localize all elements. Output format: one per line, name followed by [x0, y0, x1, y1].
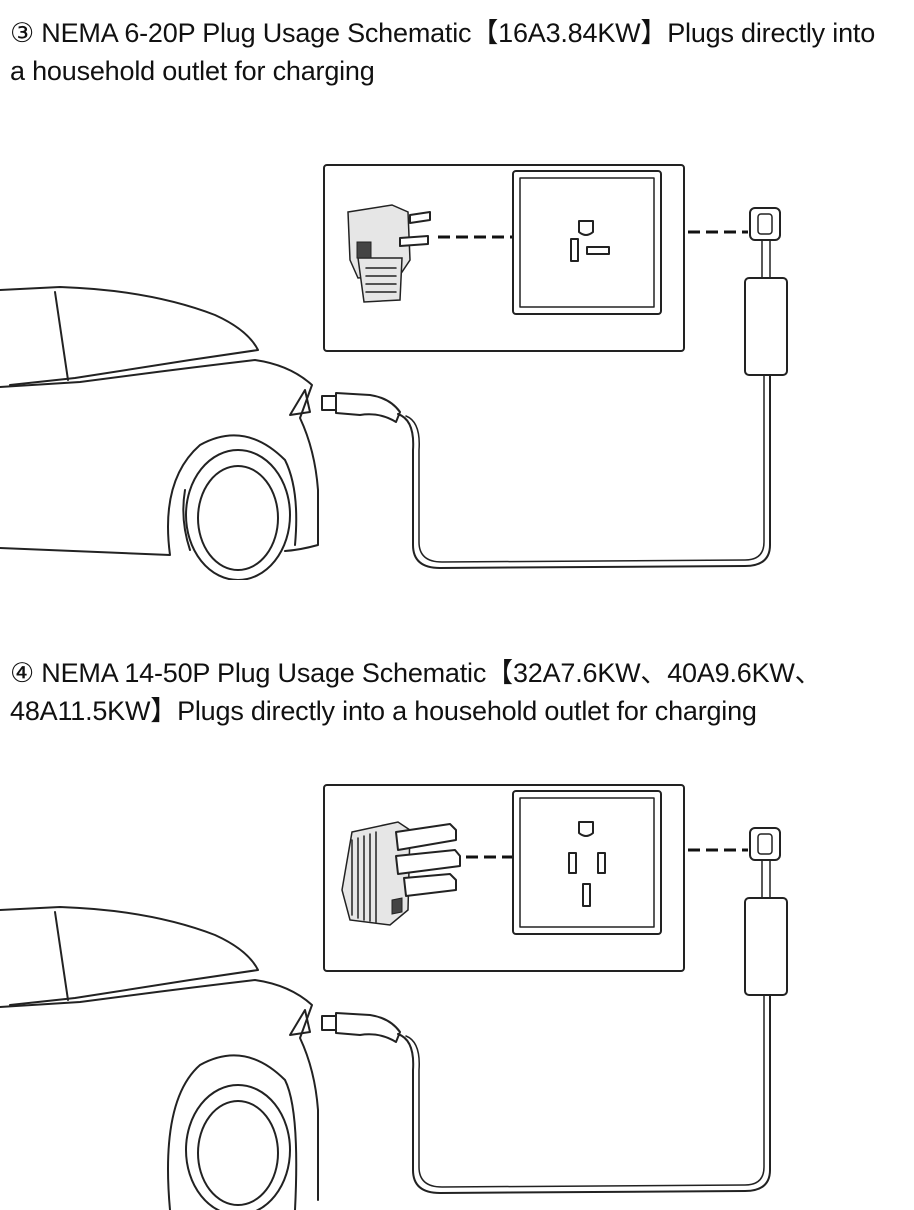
wall-outlet-icon [512, 790, 662, 935]
nema-14-50p-plug-icon [341, 821, 461, 926]
nema-6-20p-usage-diagram [0, 164, 788, 580]
nema-14-50p-usage-diagram [0, 784, 788, 1210]
ev-charging-connector-icon [321, 374, 771, 569]
ev-charging-connector-icon [321, 994, 771, 1194]
charger-control-box-icon [744, 207, 788, 376]
nema-6-20p-plug-icon [347, 204, 431, 303]
wall-outlet-icon [512, 170, 662, 315]
electric-car-rear-icon [0, 906, 319, 1210]
electric-car-rear-icon [0, 286, 319, 580]
charger-control-box-icon [744, 827, 788, 996]
section-4-caption: ④ NEMA 14-50P Plug Usage Schematic【32A7.… [10, 658, 822, 726]
section-3-caption: ③ NEMA 6-20P Plug Usage Schematic【16A3.8… [10, 18, 876, 86]
